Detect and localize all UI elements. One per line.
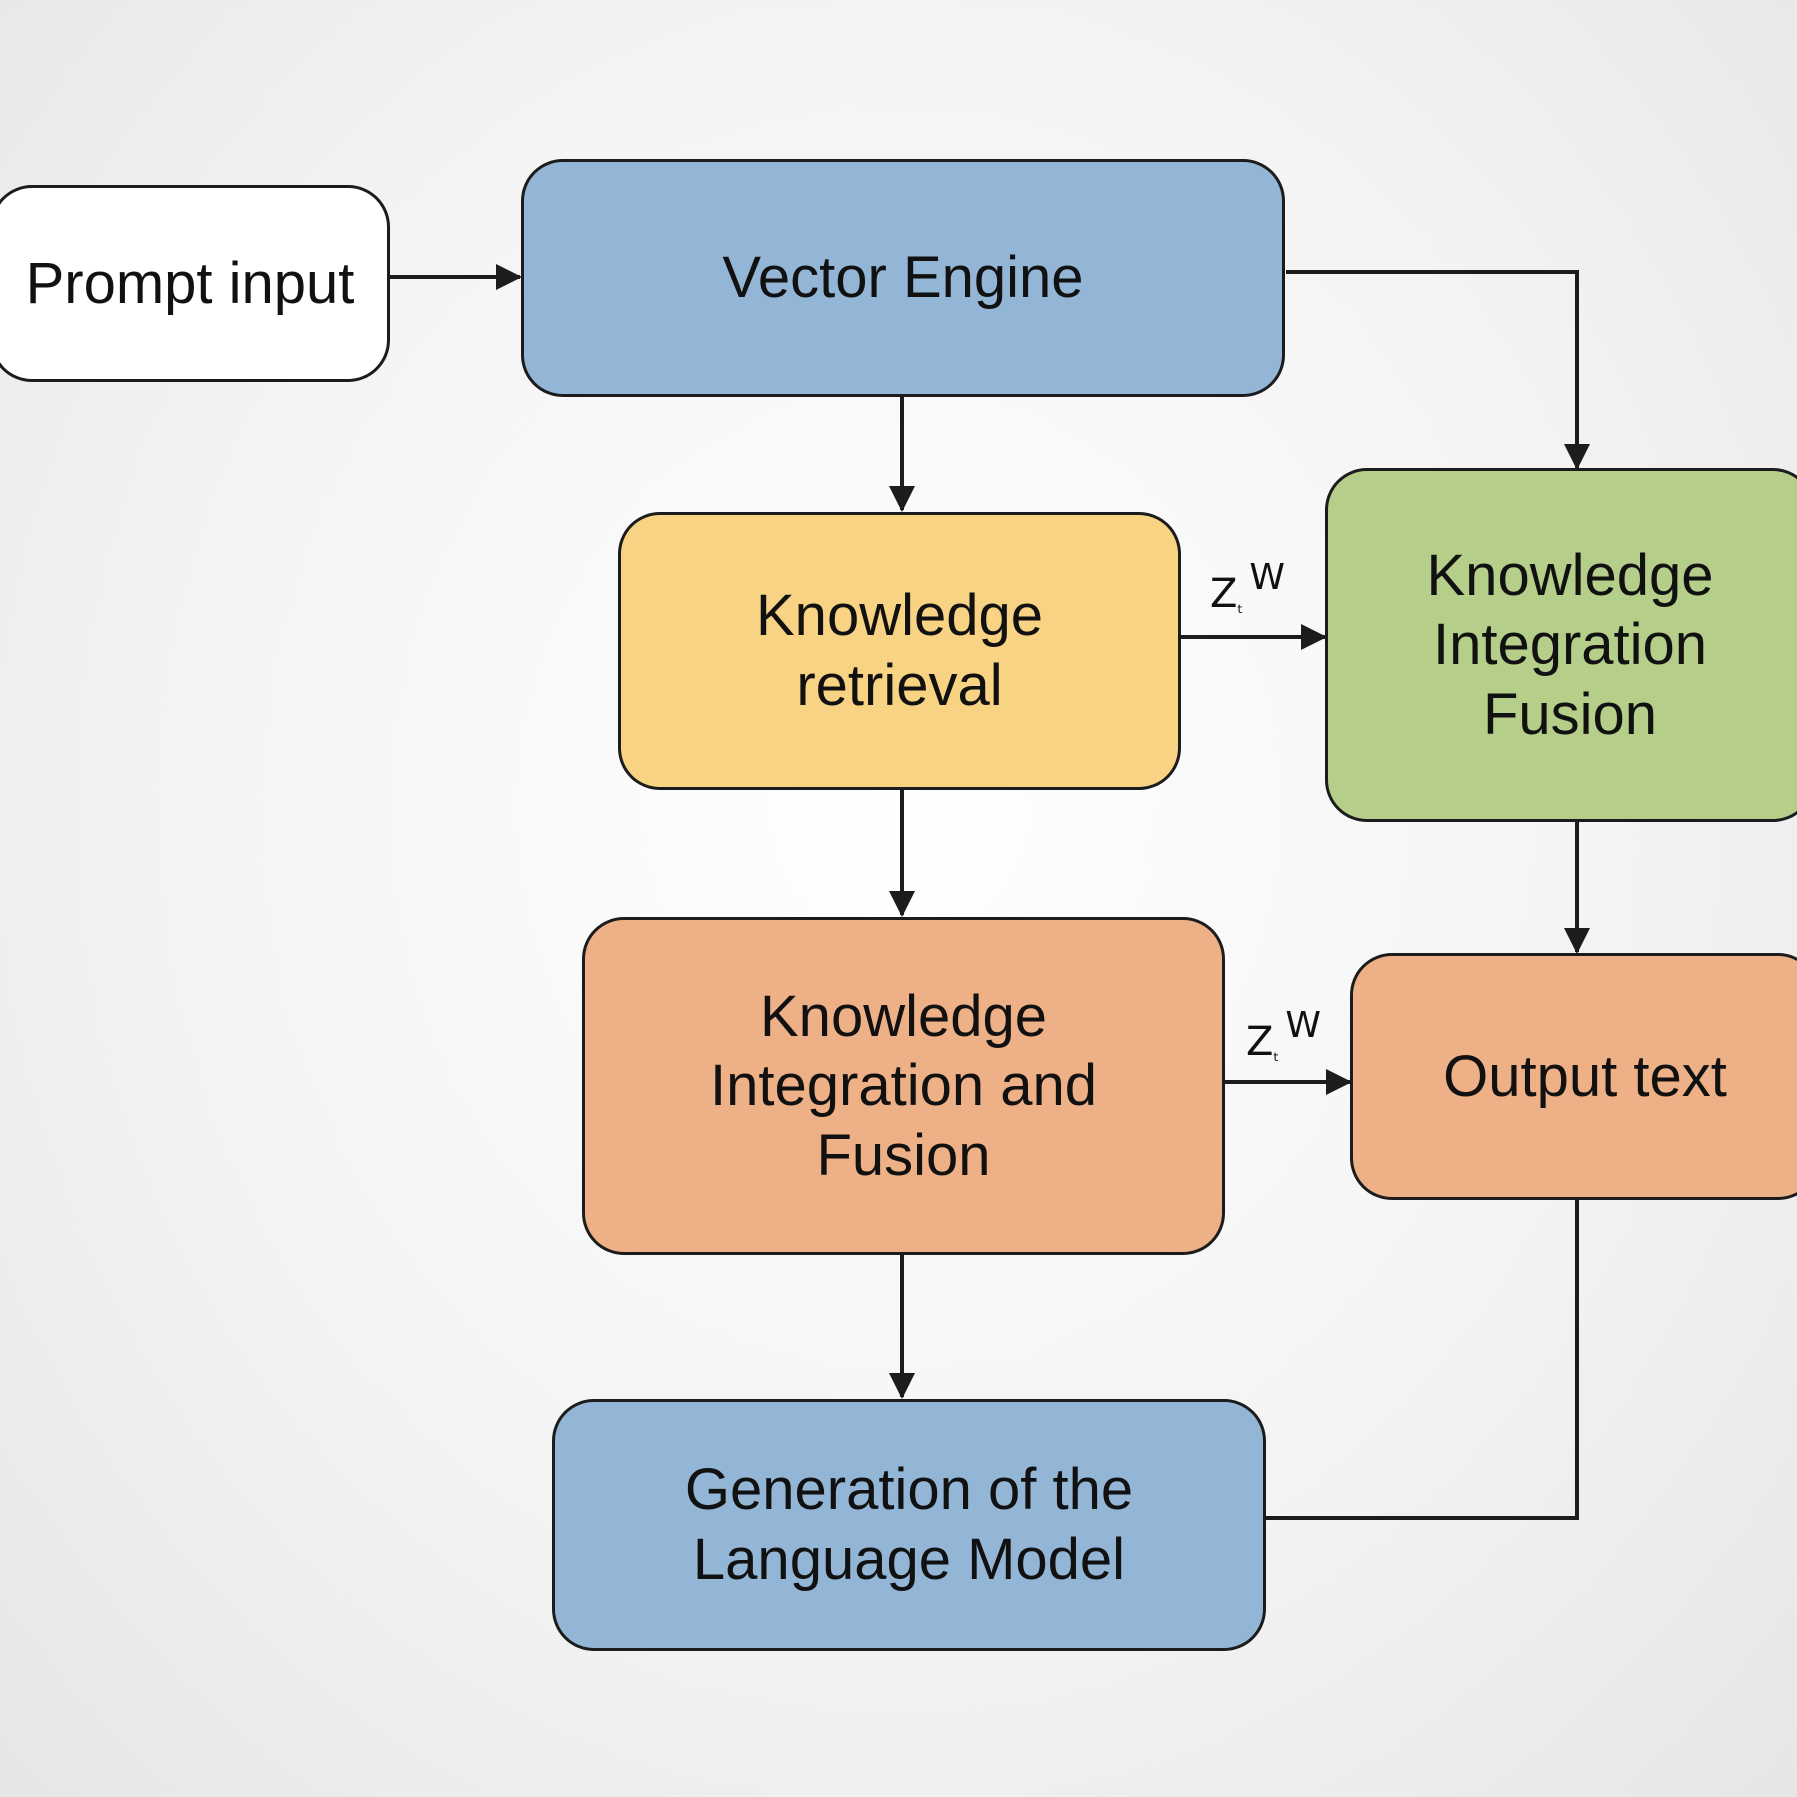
edge-label-subscript: ₜ — [1273, 1042, 1280, 1066]
edge-label-retrieval-to-fusion: ZₜW — [1210, 557, 1285, 618]
edge-label-superscript: W — [1285, 1005, 1321, 1046]
line-output-to-generation — [1266, 1200, 1579, 1520]
vector-engine-label: Vector Engine — [722, 245, 1084, 311]
edge-label-base: Z — [1246, 1019, 1274, 1065]
knowledge-integration-and-fusion-label: Knowledge Integration and Fusion — [710, 983, 1097, 1188]
generation-language-model-node: Generation of the Language Model — [552, 1399, 1266, 1651]
knowledge-integration-fusion-label: Knowledge Integration Fusion — [1426, 542, 1714, 747]
arrow-vector-to-integration-fusion — [1286, 270, 1590, 470]
knowledge-retrieval-label: Knowledge retrieval — [756, 583, 1043, 718]
edge-label-subscript: ₜ — [1237, 594, 1244, 618]
vector-engine-node: Vector Engine — [521, 159, 1285, 397]
output-text-node: Output text — [1350, 953, 1797, 1200]
generation-language-model-label: Generation of the Language Model — [684, 1457, 1134, 1592]
edge-label-integration-to-output: ZₜW — [1246, 1005, 1321, 1066]
edge-label-base: Z — [1210, 571, 1238, 617]
knowledge-integration-and-fusion-node: Knowledge Integration and Fusion — [582, 917, 1225, 1255]
output-text-label: Output text — [1443, 1043, 1727, 1109]
edge-label-superscript: W — [1249, 557, 1285, 598]
knowledge-retrieval-node: Knowledge retrieval — [618, 512, 1181, 790]
prompt-input-label: Prompt input — [25, 250, 355, 316]
knowledge-integration-fusion-node: Knowledge Integration Fusion — [1325, 468, 1797, 822]
prompt-input-node: Prompt input — [0, 185, 390, 382]
